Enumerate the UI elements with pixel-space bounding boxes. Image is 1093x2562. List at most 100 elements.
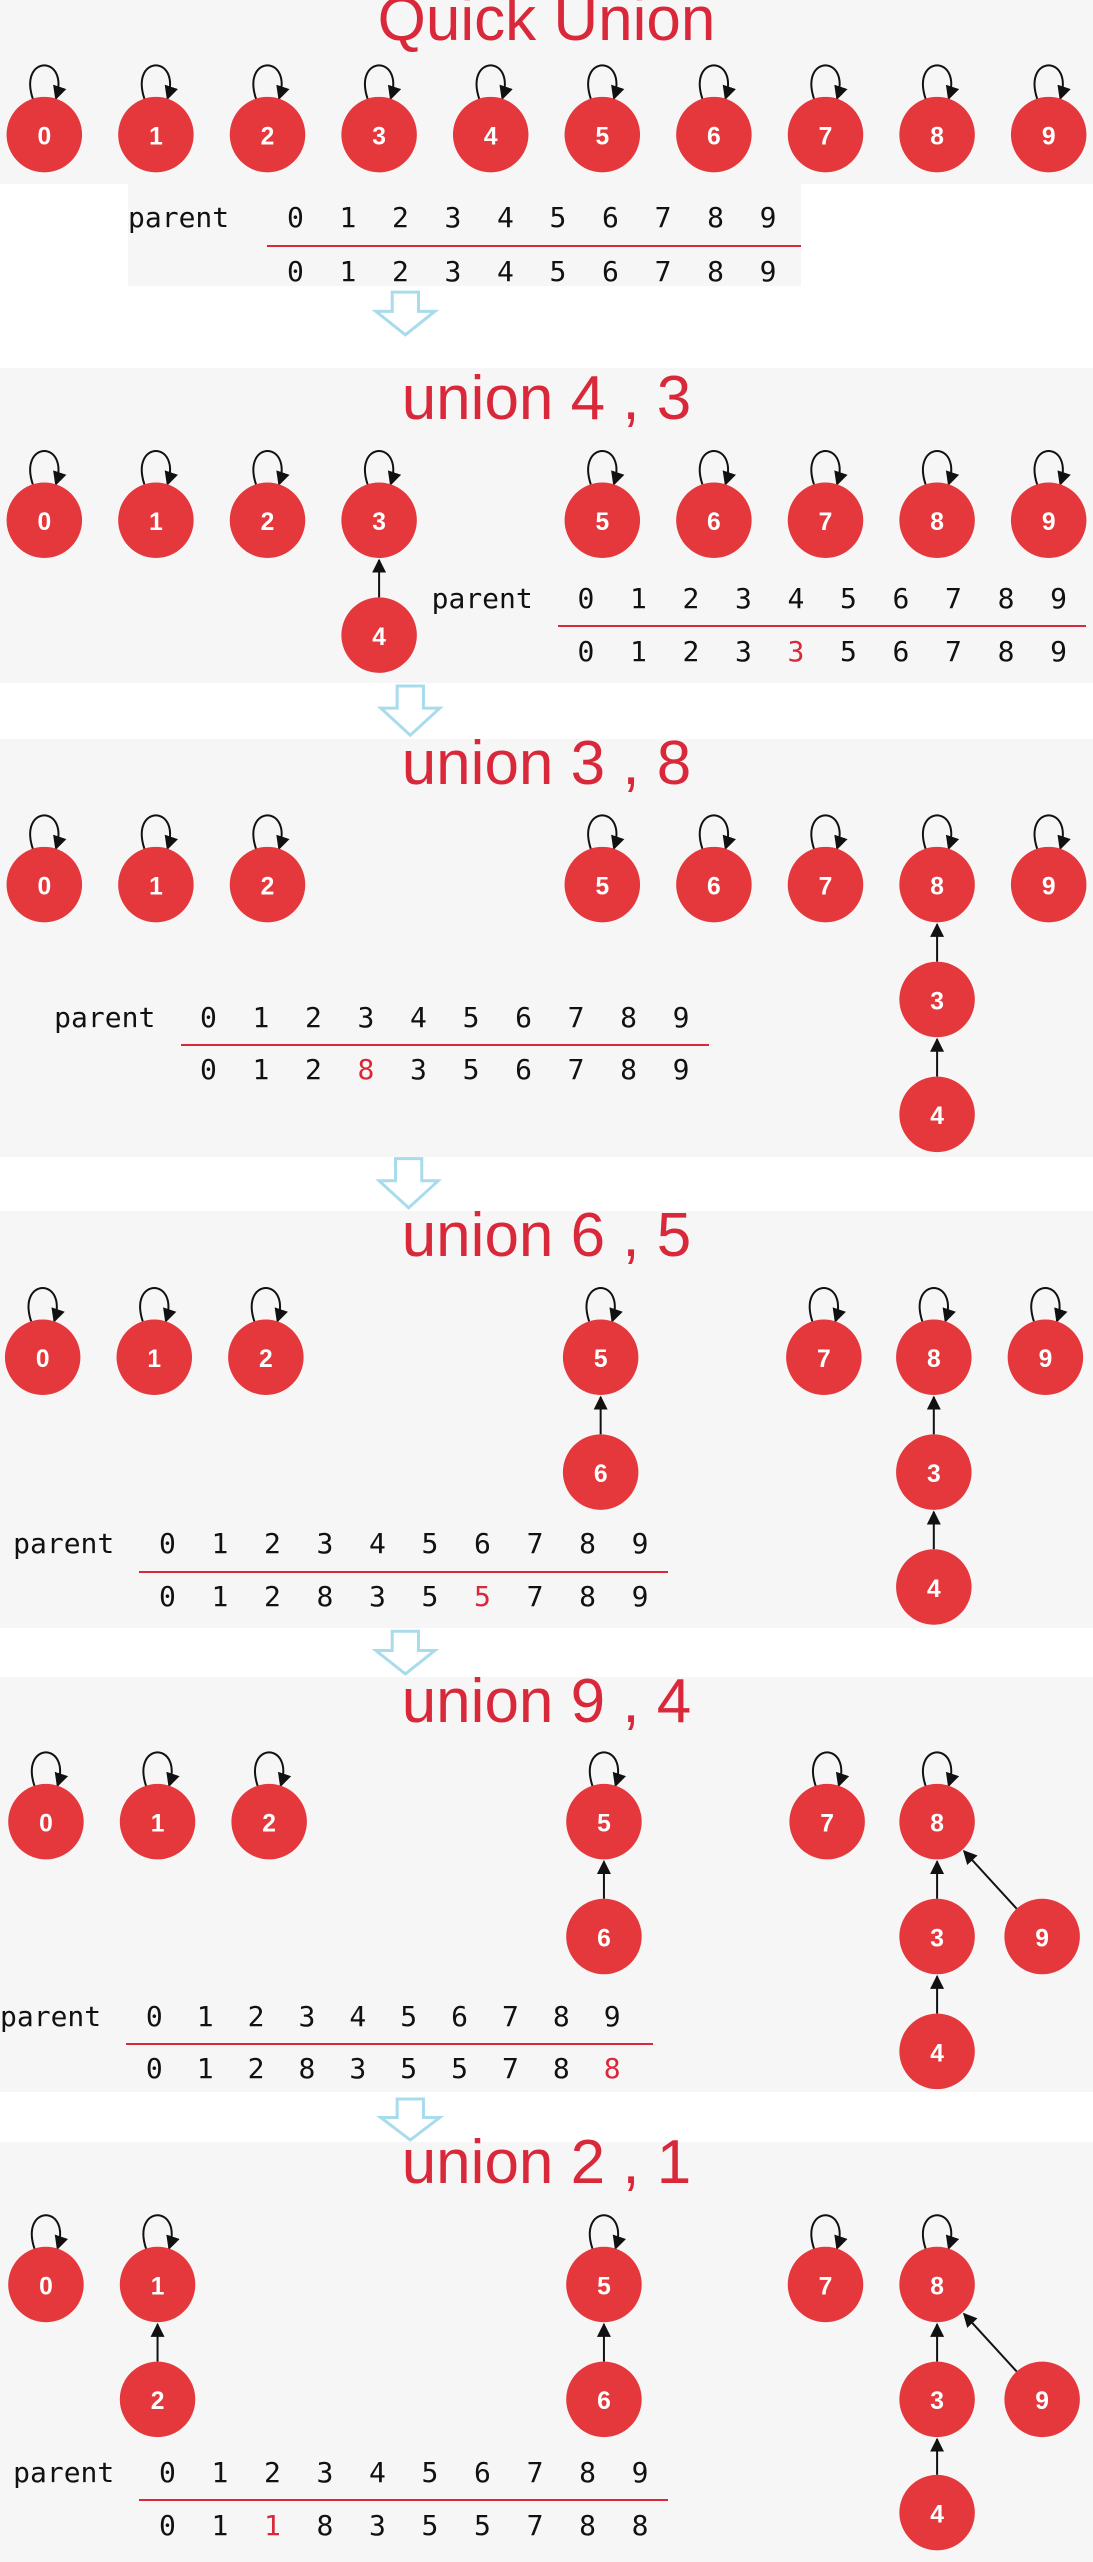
node-circle <box>6 96 83 173</box>
node-circle <box>6 482 83 558</box>
self-loop-edge <box>139 1287 177 1323</box>
parent-row-label: parent <box>54 1000 156 1034</box>
node-circle <box>899 1898 975 1975</box>
step-title: union 3 , 8 <box>401 728 692 798</box>
node-circle <box>118 846 194 923</box>
node-circle <box>566 2361 642 2438</box>
parent-index-cell: 4 <box>497 201 514 235</box>
self-loop-edge <box>588 2214 627 2251</box>
parent-value-cell: 7 <box>654 255 672 289</box>
parent-value-cell: 8 <box>579 1579 596 1613</box>
self-loop-edge <box>364 64 402 101</box>
self-loop-edge <box>922 2214 960 2251</box>
parent-row-label: parent <box>431 582 533 616</box>
node-label: 2 <box>262 1811 276 1838</box>
node-label: 0 <box>37 873 51 900</box>
node-circle <box>6 846 83 923</box>
node-label: 8 <box>930 873 944 900</box>
self-loop-edge <box>922 1751 960 1788</box>
parent-index-cell: 6 <box>451 1999 468 2033</box>
self-loop-edge <box>30 2214 69 2251</box>
node-label: 2 <box>261 873 275 900</box>
node-circle <box>787 96 864 173</box>
self-loop-edge <box>30 1751 69 1788</box>
node-circle <box>566 1898 642 1975</box>
node-label: 9 <box>1042 873 1056 900</box>
parent-row-label: parent <box>0 1999 102 2033</box>
node-circle <box>8 1783 84 1860</box>
node-label: 0 <box>36 1346 50 1373</box>
node-circle <box>899 1783 975 1860</box>
node-circle <box>786 1319 862 1395</box>
node-label: 8 <box>930 1811 944 1838</box>
node-label: 9 <box>1042 123 1056 150</box>
node-circle <box>566 1783 642 1860</box>
parent-value-cell: 7 <box>526 2508 544 2542</box>
node-label: 4 <box>372 624 386 651</box>
parent-value-cell: 9 <box>759 255 777 289</box>
self-loop-edge <box>140 64 178 101</box>
node-circle <box>899 96 975 173</box>
self-loop-edge <box>1030 1287 1068 1323</box>
parent-value-cell: 8 <box>997 634 1015 668</box>
node-label: 8 <box>930 2273 944 2300</box>
parent-index-cell: 1 <box>211 1527 229 1561</box>
node-label: 4 <box>484 123 498 150</box>
parent-value-cell: 1 <box>339 255 357 289</box>
self-loop-edge <box>587 450 625 486</box>
node-label: 2 <box>151 2388 165 2415</box>
node-label: 2 <box>261 123 275 150</box>
parent-value-cell: 5 <box>840 634 857 668</box>
parent-value-cell: 3 <box>410 1053 427 1087</box>
self-loop-edge <box>588 1751 627 1788</box>
parent-value-cell: 8 <box>298 2052 316 2086</box>
node-circle <box>4 1319 81 1395</box>
node-label: 1 <box>149 123 163 150</box>
node-label: 6 <box>597 2388 611 2415</box>
parent-value-cell: 6 <box>515 1053 532 1087</box>
parent-value-cell: 3 <box>369 2508 386 2542</box>
parent-value-cell: 8 <box>620 1053 637 1087</box>
node-label: 4 <box>927 1576 941 1603</box>
parent-value-cell: 4 <box>497 255 514 289</box>
parent-value-cell: 1 <box>211 1579 229 1613</box>
parent-index-cell: 8 <box>620 1000 637 1034</box>
parent-index-cell: 7 <box>654 201 672 235</box>
node-label: 9 <box>1035 2388 1049 2415</box>
node-label: 3 <box>927 1461 941 1488</box>
parent-index-cell: 9 <box>631 1527 649 1561</box>
parent-value-cell: 0 <box>286 255 304 289</box>
parent-index-cell: 6 <box>474 2456 491 2490</box>
node-label: 6 <box>707 509 721 536</box>
parent-index-cell: 0 <box>199 1000 217 1034</box>
node-label: 5 <box>597 2273 611 2300</box>
parent-index-cell: 4 <box>369 1527 386 1561</box>
parent-index-cell: 2 <box>263 1527 281 1561</box>
node-circle <box>118 96 194 173</box>
parent-value-cell: 2 <box>682 634 700 668</box>
parent-index-cell: 6 <box>602 201 619 235</box>
parent-index-cell: 0 <box>158 1527 176 1561</box>
step-down-arrow-icon <box>371 1629 440 1676</box>
node-circle <box>787 482 864 558</box>
node-label: 5 <box>594 1346 608 1373</box>
parent-index-cell: 6 <box>515 1000 532 1034</box>
parent-index-cell: 8 <box>579 2456 596 2490</box>
node-circle <box>341 96 417 173</box>
node-circle <box>676 482 752 558</box>
parent-index-cell: 1 <box>211 2456 229 2490</box>
step-down-arrow-icon <box>371 290 440 337</box>
node-circle <box>899 2246 975 2323</box>
parent-index-cell: 5 <box>549 201 567 235</box>
self-loop-edge <box>808 1287 846 1323</box>
node-circle <box>564 846 641 923</box>
node-circle <box>564 96 641 173</box>
node-label: 4 <box>930 1103 944 1130</box>
step-down-arrow-icon <box>376 684 444 738</box>
parent-value-cell: 8 <box>631 2508 649 2542</box>
parent-index-cell: 5 <box>400 1999 418 2033</box>
parent-index-cell: 5 <box>421 2456 439 2490</box>
